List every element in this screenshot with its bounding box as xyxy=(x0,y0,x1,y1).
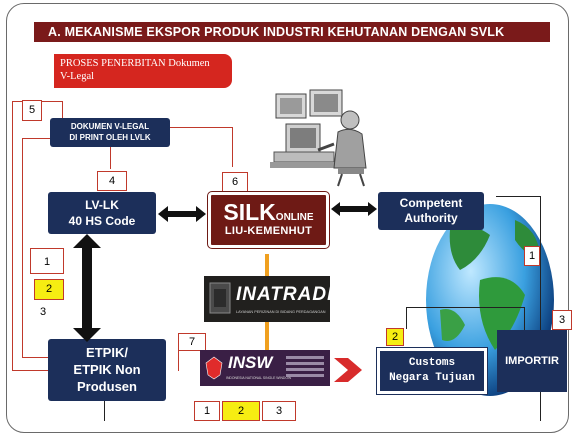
insw-customs-arrow xyxy=(334,358,362,382)
step-7-label: 7 xyxy=(178,333,206,351)
step-right-3: 3 xyxy=(552,310,572,330)
proses-line1: PROSES PENERBITAN Dokumen xyxy=(60,58,210,69)
lvlk-box: LV-LK 40 HS Code xyxy=(48,192,156,234)
connector-7-down xyxy=(178,351,179,371)
connector-dok-to-4 xyxy=(110,147,111,169)
step-5-label: 5 xyxy=(22,100,42,121)
connector-importir-bottom xyxy=(540,392,541,421)
connector-inner-bottom xyxy=(22,357,48,358)
step-left-1: 1 xyxy=(30,248,64,274)
lvlk-line1: LV-LK xyxy=(85,198,119,212)
step-left-3: 3 xyxy=(40,306,47,318)
silk-online-box: SILKONLINE LIU-KEMENHUT xyxy=(208,192,329,248)
inatrade-tagline: LAYANAN PERIZINAN DI BIDANG PERDAGANGAN xyxy=(236,310,326,314)
connector-inatrade-insw xyxy=(265,322,269,350)
etpik-line1: ETPIK/ xyxy=(86,345,128,360)
connector-right-top xyxy=(496,196,540,197)
inatrade-wordmark: INATRADE xyxy=(236,284,341,305)
insw-wordmark: INSW xyxy=(228,353,273,372)
connector-top-right-down xyxy=(232,127,233,167)
silk-big: SILK xyxy=(223,199,276,225)
connector-inner-left xyxy=(22,138,23,358)
inatrade-logo: INATRADE LAYANAN PERIZINAN DI BIDANG PER… xyxy=(204,276,340,322)
step-customs-2: 2 xyxy=(386,328,404,346)
connector-5-down xyxy=(62,101,63,118)
connector-5-left xyxy=(12,101,13,371)
proses-line2: V-Legal xyxy=(60,71,95,82)
connector-customs-top-right xyxy=(524,307,525,330)
customs-box: Customs Negara Tujuan xyxy=(377,348,487,394)
connector-5-bottom xyxy=(12,370,48,371)
step-right-1: 1 xyxy=(524,246,540,266)
dokumen-vlegal-box: DOKUMEN V-LEGAL DI PRINT OLEH LVLK xyxy=(50,118,170,147)
page-title: A. MEKANISME EKSPOR PRODUK INDUSTRI KEHU… xyxy=(34,22,550,42)
lvlk-silk-arrow xyxy=(158,206,206,222)
insw-side-text xyxy=(286,356,324,380)
connector-customs-top-left xyxy=(406,307,407,329)
competent-authority-box: Competent Authority xyxy=(378,192,484,230)
customs-line2: Negara Tujuan xyxy=(389,372,475,384)
step-bottom-3: 3 xyxy=(262,401,296,421)
proses-badge: PROSES PENERBITAN Dokumen V-Legal xyxy=(54,54,232,88)
competent-line1: Competent xyxy=(399,196,463,210)
etpik-stem xyxy=(104,401,105,421)
connector-customs-top xyxy=(406,307,524,308)
step-4-label: 4 xyxy=(97,171,127,191)
importir-box: IMPORTIR xyxy=(497,330,567,392)
silk-sub: LIU-KEMENHUT xyxy=(224,225,313,237)
insw-logo: INSW INDONESIA NATIONAL SINGLE WINDOW xyxy=(200,350,330,386)
etpik-box: ETPIK/ ETPIK Non Produsen xyxy=(48,339,166,401)
garuda-emblem-icon xyxy=(205,356,223,380)
connector-silk-inatrade xyxy=(265,254,269,276)
dokumen-line2: DI PRINT OLEH LVLK xyxy=(69,133,151,142)
connector-right-vertical xyxy=(540,196,541,330)
competent-line2: Authority xyxy=(404,211,458,225)
etpik-line3: Produsen xyxy=(77,379,137,394)
step-6-label: 6 xyxy=(222,172,248,192)
step-bottom-1: 1 xyxy=(194,401,220,421)
etpik-line2: ETPIK Non xyxy=(73,362,141,377)
step-bottom-2: 2 xyxy=(222,401,260,421)
connector-inner-top xyxy=(22,138,50,139)
lvlk-etpik-arrow xyxy=(73,234,101,342)
insw-tagline: INDONESIA NATIONAL SINGLE WINDOW xyxy=(226,376,292,380)
connector-top-right xyxy=(170,127,232,128)
customs-line1: Customs xyxy=(408,357,456,369)
computer-operator-illustration xyxy=(268,88,378,188)
inatrade-emblem-icon xyxy=(209,282,231,314)
dokumen-line1: DOKUMEN V-LEGAL xyxy=(70,122,150,131)
lvlk-line2: 40 HS Code xyxy=(68,214,136,228)
step-left-2: 2 xyxy=(34,279,64,300)
silk-competent-arrow xyxy=(331,202,377,216)
silk-online-label: ONLINE xyxy=(275,212,314,223)
